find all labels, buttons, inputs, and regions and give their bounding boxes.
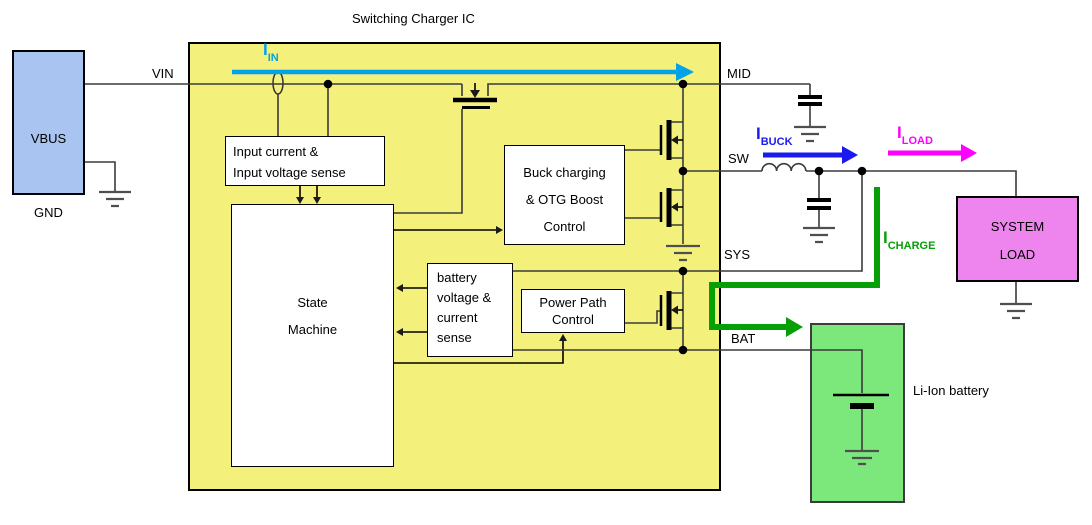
battery-sense-block: battery voltage & current sense: [427, 263, 513, 357]
iin-current-label: IIN: [263, 40, 279, 65]
state-machine-block: State Machine: [231, 204, 394, 467]
state-machine-line1: State: [297, 295, 328, 310]
power-path-line2: Control: [552, 312, 594, 327]
iin-arrow: [232, 63, 694, 81]
li-ion-battery-region: [810, 323, 905, 503]
input-sense-line1: Input current &: [233, 144, 319, 159]
system-load-line2: LOAD: [999, 247, 1036, 262]
statemachine-to-buck-arrow: [394, 226, 503, 234]
input-sense-line2: Input voltage sense: [233, 165, 346, 180]
buck-control-block: Buck charging & OTG Boost Control: [504, 145, 625, 245]
pin-label-bat: BAT: [731, 331, 756, 346]
battery-sense-line1: battery: [437, 270, 477, 285]
power-path-block: Power Path Control: [521, 289, 625, 333]
iload-arrow: [888, 144, 977, 162]
pin-label-sys: SYS: [724, 247, 751, 262]
load-ground: [1000, 282, 1032, 320]
system-load-box: SYSTEM LOAD: [956, 196, 1079, 282]
statemachine-to-powerpath-arrow: [394, 334, 567, 364]
power-path-line1: Power Path: [539, 295, 607, 310]
system-load-line1: SYSTEM: [990, 219, 1045, 234]
sw-capacitor: [803, 171, 835, 244]
buck-line1: Buck charging: [523, 165, 606, 180]
high-side-fet: [625, 84, 684, 171]
icharge-current-label: ICHARGE: [883, 228, 936, 253]
bat-rail-wire: [513, 349, 863, 393]
vbus-source-box: VBUS GND: [12, 50, 85, 220]
icharge-arrow: [709, 187, 880, 337]
state-machine-line2: Machine: [287, 322, 338, 337]
pin-label-vin: VIN: [152, 66, 174, 81]
vin-mid-rail-wire: [85, 83, 811, 96]
battery-sense-line2: voltage &: [437, 290, 492, 305]
sense-to-statemachine-arrows: [296, 186, 321, 204]
ibuck-current-label: IBUCK: [756, 124, 793, 149]
mid-capacitor: [794, 95, 826, 143]
battery-fet: [625, 271, 684, 350]
diagram-title: Switching Charger IC: [352, 11, 475, 26]
vbus-pin-label: VBUS: [30, 131, 67, 146]
batterysense-to-statemachine-arrows: [396, 284, 427, 336]
buck-line2: & OTG Boost: [525, 192, 604, 207]
ibuck-arrow: [763, 146, 858, 164]
junction-dots: [323, 79, 867, 355]
battery-sense-line4: sense: [437, 330, 472, 345]
battery-sense-line3: current: [437, 310, 478, 325]
sw-inductor-load-wire: [683, 162, 1017, 196]
pin-label-sw: SW: [728, 151, 749, 166]
pin-label-mid: MID: [727, 66, 751, 81]
input-sense-block: Input current & Input voltage sense: [225, 136, 385, 186]
battery-caption: Li-Ion battery: [913, 383, 989, 398]
sys-rail-wire: [513, 171, 863, 272]
battery-cell-symbol: [833, 393, 889, 466]
vbus-ground-wire: [85, 161, 131, 208]
low-side-fet: [625, 171, 700, 262]
gnd-pin-label: GND: [34, 205, 63, 220]
input-sense-taps: [272, 71, 329, 136]
iload-current-label: ILOAD: [897, 123, 933, 148]
current-sense-ellipse: [272, 71, 284, 95]
buck-line3: Control: [543, 219, 586, 234]
input-fet: [394, 83, 497, 214]
